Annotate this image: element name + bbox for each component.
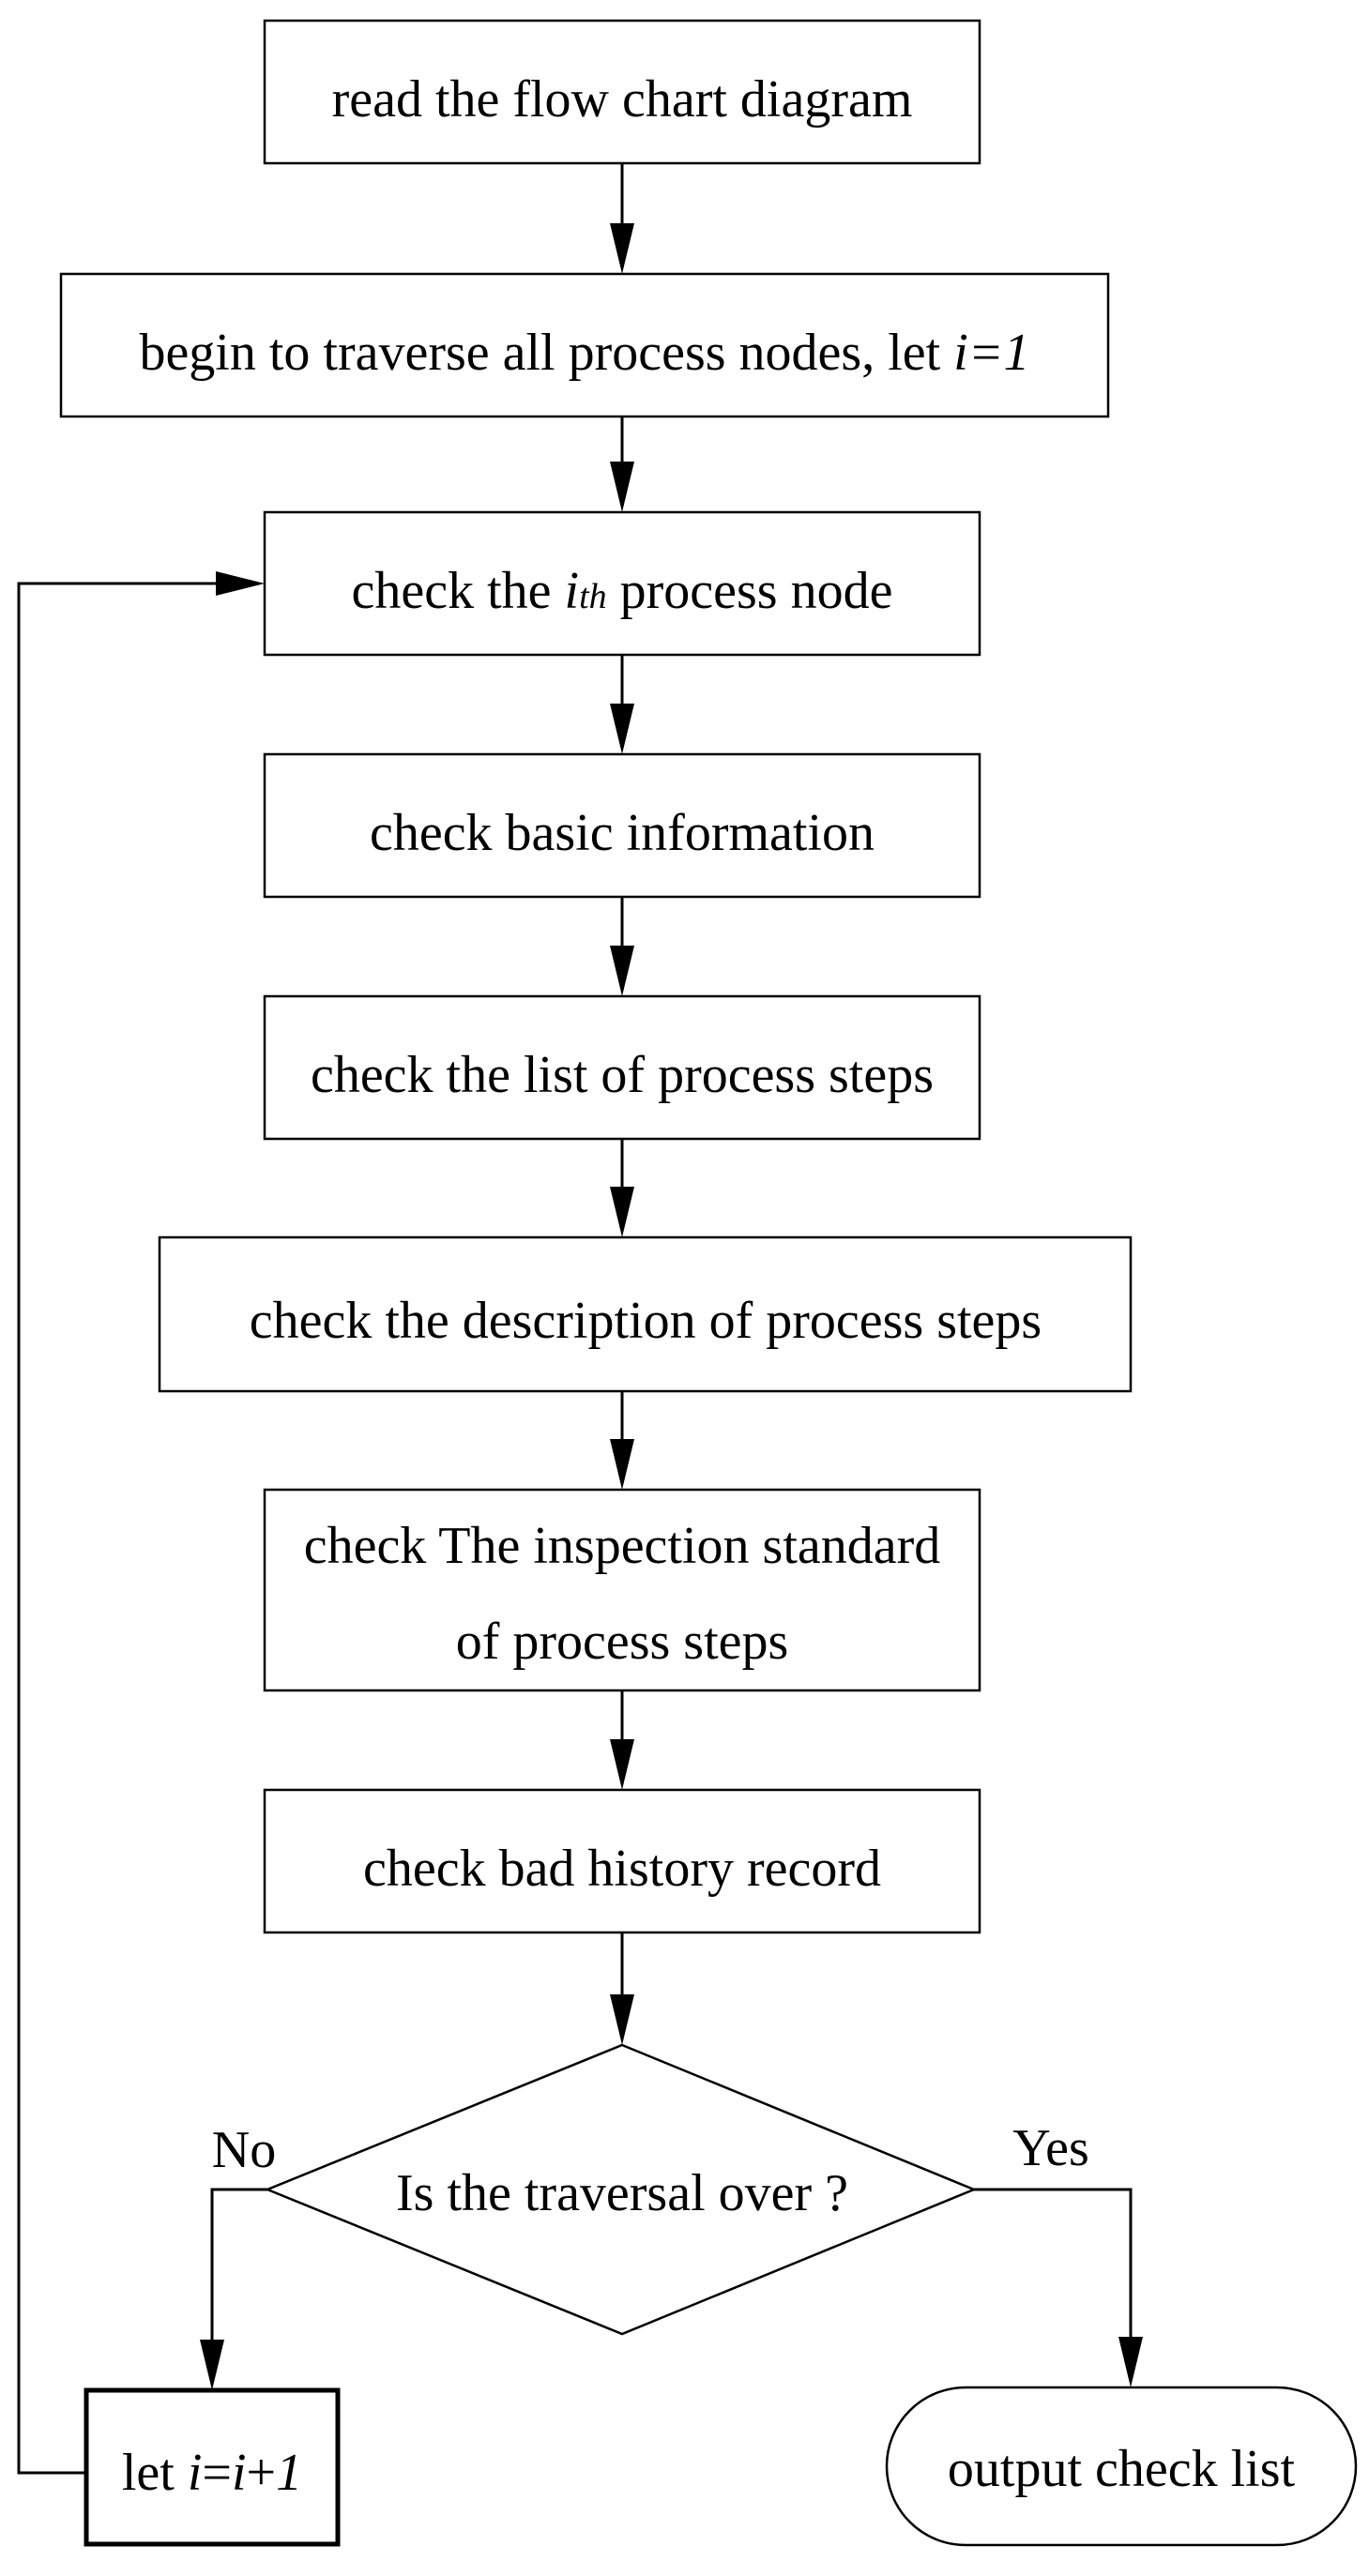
arrowhead-down-icon [610, 1739, 634, 1790]
node-increment-i: let i=i+1 [84, 2387, 341, 2547]
arrowhead-down-icon [610, 704, 634, 754]
edge-no-label: No [212, 2121, 276, 2179]
edge-list-to-description [610, 1139, 634, 1237]
edge-decision-yes: Yes [974, 2119, 1143, 2387]
arrowhead-down-icon [610, 1994, 634, 2045]
arrowhead-right-icon [216, 571, 265, 596]
node-check-step-description: check the description of process steps [158, 1235, 1133, 1393]
node-decision-traversal-over: Is the traversal over ? [264, 2043, 978, 2336]
node-check-ith-node: check the ith process node [263, 510, 981, 657]
arrowhead-down-icon [200, 2340, 224, 2390]
node-decision-label: Is the traversal over ? [396, 2164, 848, 2222]
edge-inspection-to-history [610, 1690, 634, 1790]
node-check-ith-node-label: check the ith process node [352, 562, 893, 620]
edge-decision-no: No [200, 2121, 276, 2390]
node-check-step-list-label: check the list of process steps [311, 1046, 934, 1104]
node-check-inspection-standard-line1: check The inspection standard [304, 1517, 941, 1575]
node-check-inspection-standard: check The inspection standard of process… [263, 1488, 981, 1692]
arrowhead-down-icon [1118, 2337, 1143, 2387]
node-begin-traverse: begin to traverse all process nodes, let… [59, 272, 1110, 418]
node-output-check-list: output check list [885, 2386, 1358, 2547]
edge-begin-to-check-node [610, 417, 634, 512]
arrowhead-down-icon [610, 1439, 634, 1490]
node-check-history-record: check bad history record [263, 1788, 981, 1934]
node-increment-i-label: let i=i+1 [122, 2444, 302, 2502]
edge-check-node-to-basic [610, 655, 634, 754]
arrowhead-down-icon [610, 462, 634, 512]
arrowhead-down-icon [610, 946, 634, 996]
edge-loop-back [17, 571, 265, 2475]
node-check-basic-info-label: check basic information [370, 804, 875, 862]
node-check-inspection-standard-line2: of process steps [456, 1613, 789, 1671]
node-read-diagram-label: read the flow chart diagram [332, 70, 913, 129]
edge-description-to-inspection [610, 1391, 634, 1490]
node-check-step-description-label: check the description of process steps [250, 1292, 1042, 1350]
arrowhead-down-icon [610, 223, 634, 274]
node-begin-traverse-label: begin to traverse all process nodes, let… [139, 324, 1029, 382]
edge-yes-label: Yes [1012, 2119, 1088, 2177]
node-check-history-record-label: check bad history record [363, 1840, 881, 1898]
node-read-diagram: read the flow chart diagram [263, 19, 981, 165]
edge-basic-to-list [610, 897, 634, 996]
node-output-check-list-label: output check list [948, 2440, 1296, 2498]
edge-history-to-decision [610, 1932, 634, 2045]
edge-read-to-begin [610, 163, 634, 274]
node-check-basic-info: check basic information [263, 752, 981, 899]
node-check-step-list: check the list of process steps [263, 994, 981, 1141]
arrowhead-down-icon [610, 1187, 634, 1237]
